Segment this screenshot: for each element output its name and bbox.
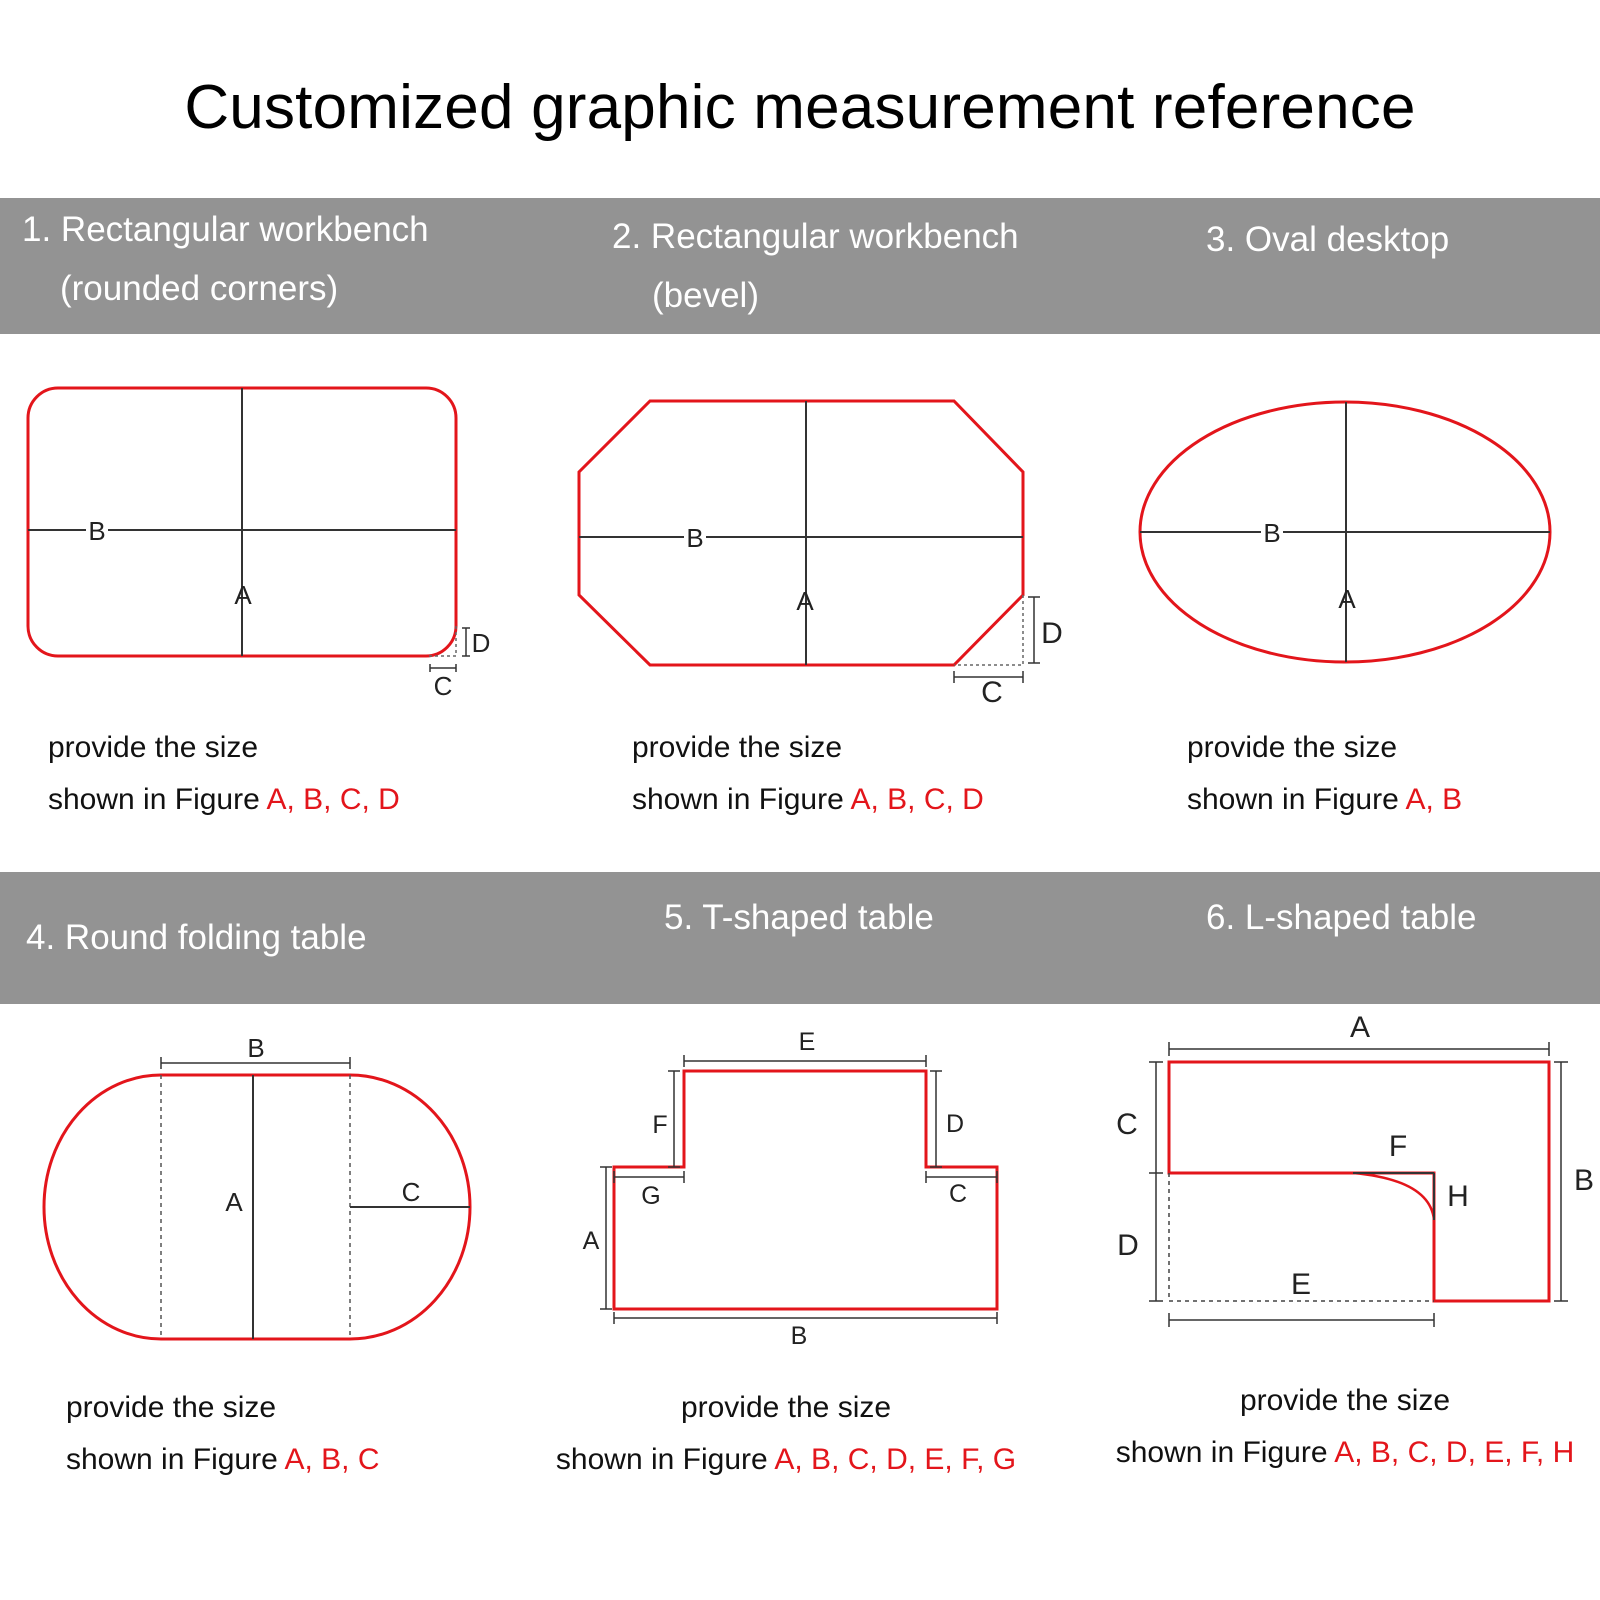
- label-a: A: [225, 1187, 243, 1217]
- heading-line: 2. Rectangular workbench: [612, 217, 1019, 256]
- missing-corner-guide: [1168, 1173, 1434, 1302]
- heading-line: 3. Oval desktop: [1206, 220, 1450, 259]
- heading-line: 6. L-shaped table: [1206, 898, 1477, 937]
- figure-rounded-workbench: B A D C: [26, 386, 491, 701]
- instruction-letters: A, B, C, D: [266, 783, 400, 816]
- figure-round-folding: A B C: [42, 1033, 472, 1341]
- label-f: F: [652, 1111, 667, 1139]
- heading-t-shaped: 5. T-shaped table: [664, 888, 934, 947]
- instruction-letters: A, B, C: [284, 1443, 380, 1476]
- instruction-prefix: shown in Figure: [66, 1443, 278, 1476]
- instruction-figure-line: shown in Figure A, B, C, D, E, F, G: [536, 1434, 1036, 1486]
- instruction-prefix: shown in Figure: [48, 783, 260, 816]
- label-c: C: [434, 671, 453, 701]
- instruction-prefix: shown in Figure: [632, 783, 844, 816]
- label-b: B: [1263, 518, 1280, 548]
- instruction-oval-desktop: provide the size shown in Figure A, B: [1187, 722, 1462, 826]
- label-a: A: [1350, 1011, 1370, 1044]
- label-d: D: [472, 628, 491, 658]
- instruction-figure-line: shown in Figure A, B: [1187, 774, 1462, 826]
- t-table-outline: [612, 1069, 999, 1311]
- instruction-prefix: shown in Figure: [1115, 1436, 1328, 1469]
- label-f: F: [1389, 1130, 1407, 1163]
- instruction-l-shaped: provide the size shown in Figure A, B, C…: [1096, 1375, 1594, 1479]
- instruction-t-shaped: provide the size shown in Figure A, B, C…: [536, 1382, 1036, 1486]
- instruction-line: provide the size: [1187, 731, 1398, 764]
- heading-line: 1. Rectangular workbench: [22, 210, 429, 249]
- header-band-top: [0, 198, 1600, 334]
- instruction-letters: A, B, C, D, E, F, H: [1334, 1436, 1575, 1469]
- instruction-letters: A, B: [1405, 783, 1463, 816]
- instruction-line: provide the size: [66, 1391, 277, 1424]
- figure-t-shaped: E F D G C A B: [583, 1028, 999, 1350]
- label-mask: [1261, 515, 1283, 545]
- round-table-outline: [42, 1073, 472, 1341]
- instruction-letters: A, B, C, D: [850, 783, 984, 816]
- instruction-figure-line: shown in Figure A, B, C, D, E, F, H: [1096, 1427, 1594, 1479]
- header-band-bottom: [0, 872, 1600, 1004]
- instruction-figure-line: shown in Figure A, B, C, D: [632, 774, 984, 826]
- label-d: D: [1117, 1229, 1139, 1262]
- label-b: B: [88, 516, 105, 546]
- label-b: B: [791, 1322, 808, 1350]
- instruction-figure-line: shown in Figure A, B, C, D: [48, 774, 400, 826]
- label-a: A: [796, 586, 814, 616]
- heading-round-folding: 4. Round folding table: [26, 908, 367, 967]
- page-title: Customized graphic measurement reference: [184, 73, 1416, 142]
- label-c: C: [1116, 1108, 1138, 1141]
- label-mask: [684, 520, 706, 550]
- label-a: A: [1338, 584, 1356, 614]
- instruction-rounded-workbench: provide the size shown in Figure A, B, C…: [48, 722, 400, 826]
- l-table-outline: [1167, 1060, 1551, 1303]
- instruction-prefix: shown in Figure: [1187, 783, 1399, 816]
- label-d: D: [1041, 617, 1063, 650]
- bevel-table-outline: [577, 399, 1025, 667]
- heading-oval-desktop: 3. Oval desktop: [1206, 210, 1449, 269]
- instruction-line: provide the size: [1239, 1384, 1451, 1417]
- label-g: G: [641, 1182, 660, 1210]
- instruction-round-folding: provide the size shown in Figure A, B, C: [66, 1382, 380, 1486]
- figure-bevel-workbench: B A D C: [577, 399, 1063, 709]
- label-c: C: [981, 676, 1003, 709]
- heading-line: (bevel): [652, 276, 759, 315]
- label-h: H: [1447, 1180, 1469, 1213]
- heading-bevel-workbench: 2. Rectangular workbench (bevel): [612, 207, 1019, 325]
- instruction-prefix: shown in Figure: [555, 1443, 768, 1476]
- label-e: E: [799, 1028, 816, 1056]
- instruction-line: provide the size: [680, 1391, 892, 1424]
- instruction-line: provide the size: [632, 731, 843, 764]
- label-b: B: [1574, 1164, 1594, 1197]
- heading-l-shaped: 6. L-shaped table: [1206, 888, 1476, 947]
- label-mask: [86, 513, 108, 543]
- corner-guide: [954, 595, 1024, 666]
- instruction-bevel-workbench: provide the size shown in Figure A, B, C…: [632, 722, 984, 826]
- label-d: D: [946, 1110, 964, 1138]
- inner-curve: [1352, 1171, 1436, 1221]
- heading-line: 4. Round folding table: [26, 918, 367, 957]
- instruction-letters: A, B, C, D, E, F, G: [774, 1443, 1017, 1476]
- label-e: E: [1291, 1268, 1311, 1301]
- label-b: B: [686, 523, 703, 553]
- heading-line: 5. T-shaped table: [664, 898, 934, 937]
- label-a: A: [583, 1227, 600, 1255]
- heading-line: (rounded corners): [60, 269, 339, 308]
- label-c: C: [402, 1177, 421, 1207]
- figure-oval-desktop: B A: [1138, 400, 1552, 664]
- corner-guide: [426, 626, 457, 657]
- label-c: C: [949, 1180, 967, 1208]
- label-a: A: [234, 580, 252, 610]
- figure-l-shaped: F H A B C D E: [1116, 1011, 1594, 1327]
- label-b: B: [247, 1033, 264, 1063]
- instruction-line: provide the size: [48, 731, 259, 764]
- heading-rounded-workbench: 1. Rectangular workbench (rounded corner…: [22, 200, 429, 318]
- instruction-figure-line: shown in Figure A, B, C: [66, 1434, 380, 1486]
